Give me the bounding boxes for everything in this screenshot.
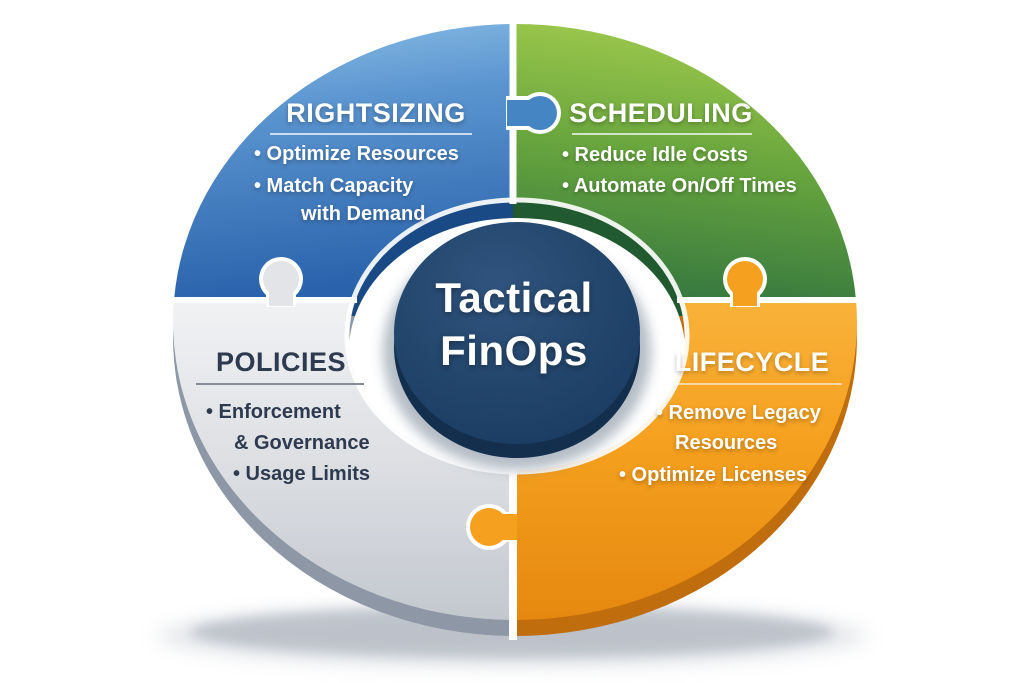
policies-bullet-2: • Usage Limits	[233, 463, 370, 485]
rightsizing-title: RIGHTSIZING	[286, 98, 466, 128]
rightsizing-bullet-1: • Optimize Resources	[254, 143, 459, 165]
scheduling-piece	[513, 23, 856, 301]
center-circle	[394, 222, 640, 444]
policies-bullet-1: • Enforcement	[206, 401, 341, 423]
scheduling-title: SCHEDULING	[569, 98, 753, 128]
policies-bullet-1-cont: & Governance	[234, 432, 370, 454]
center-title-line1: Tactical	[435, 274, 592, 321]
lifecycle-knob-up	[723, 257, 767, 307]
policies-title: POLICIES	[216, 347, 346, 377]
lifecycle-bullet-1-cont: Resources	[675, 432, 777, 454]
policies-piece	[173, 300, 513, 620]
scheduling-bullet-1: • Reduce Idle Costs	[562, 144, 748, 166]
center-title-line2: FinOps	[440, 327, 588, 374]
lifecycle-piece	[513, 300, 857, 621]
rightsizing-knob	[506, 92, 561, 134]
inner-ring-highlight	[344, 197, 690, 475]
rightsizing-piece	[174, 24, 513, 300]
scheduling-bullet-2: • Automate On/Off Times	[562, 175, 797, 197]
lifecycle-bullet-1: • Remove Legacy	[656, 402, 822, 424]
rightsizing-bullet-2-cont: with Demand	[300, 203, 425, 225]
lifecycle-bullet-2: • Optimize Licenses	[619, 464, 807, 486]
rightsizing-bullet-2: • Match Capacity	[254, 175, 414, 197]
policies-knob	[259, 257, 303, 307]
lifecycle-title: LIFECYCLE	[675, 347, 830, 377]
lifecycle-knob-left	[466, 504, 517, 550]
